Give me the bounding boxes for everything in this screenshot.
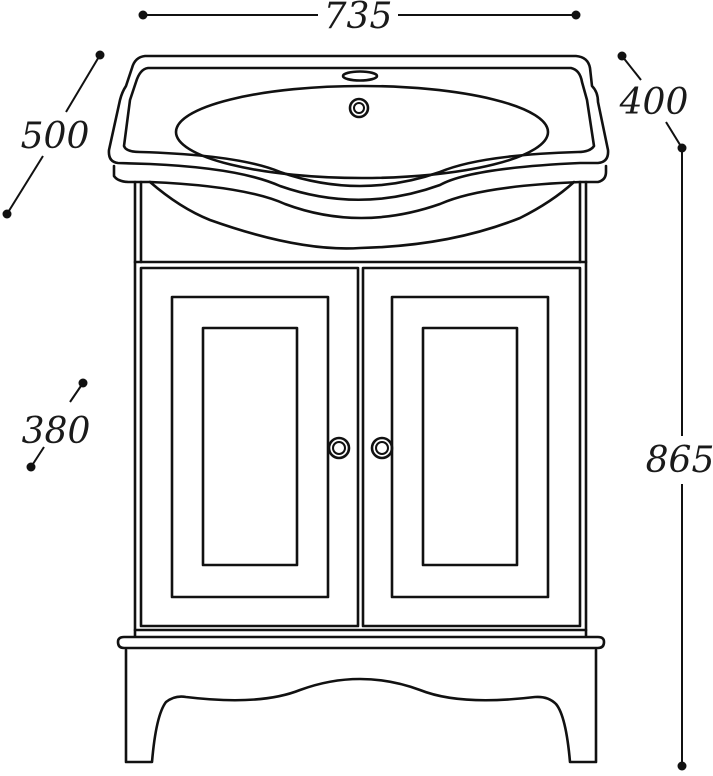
- tap-hole: [341, 70, 379, 82]
- depth-basin-label: 400: [619, 82, 689, 123]
- cabinet-body: [133, 180, 588, 638]
- sink-top: [107, 54, 610, 250]
- door-left: [139, 266, 360, 628]
- cabinet-base: [116, 628, 606, 764]
- door-right: [361, 266, 582, 628]
- door-knob-right: [370, 436, 394, 460]
- height-dimension: 865: [646, 143, 713, 771]
- width-label: 735: [324, 0, 393, 37]
- height-label: 865: [646, 440, 713, 481]
- drain-icon: [348, 97, 370, 119]
- width-dimension: 735: [138, 0, 581, 37]
- door-knob-left: [327, 436, 351, 460]
- depth-top-dimension: 500: [2, 50, 105, 219]
- depth-cabinet-dimension: 380: [22, 378, 91, 472]
- depth-basin-dimension: 400: [617, 51, 689, 149]
- depth-top-label: 500: [21, 116, 90, 157]
- depth-cabinet-label: 380: [22, 411, 91, 452]
